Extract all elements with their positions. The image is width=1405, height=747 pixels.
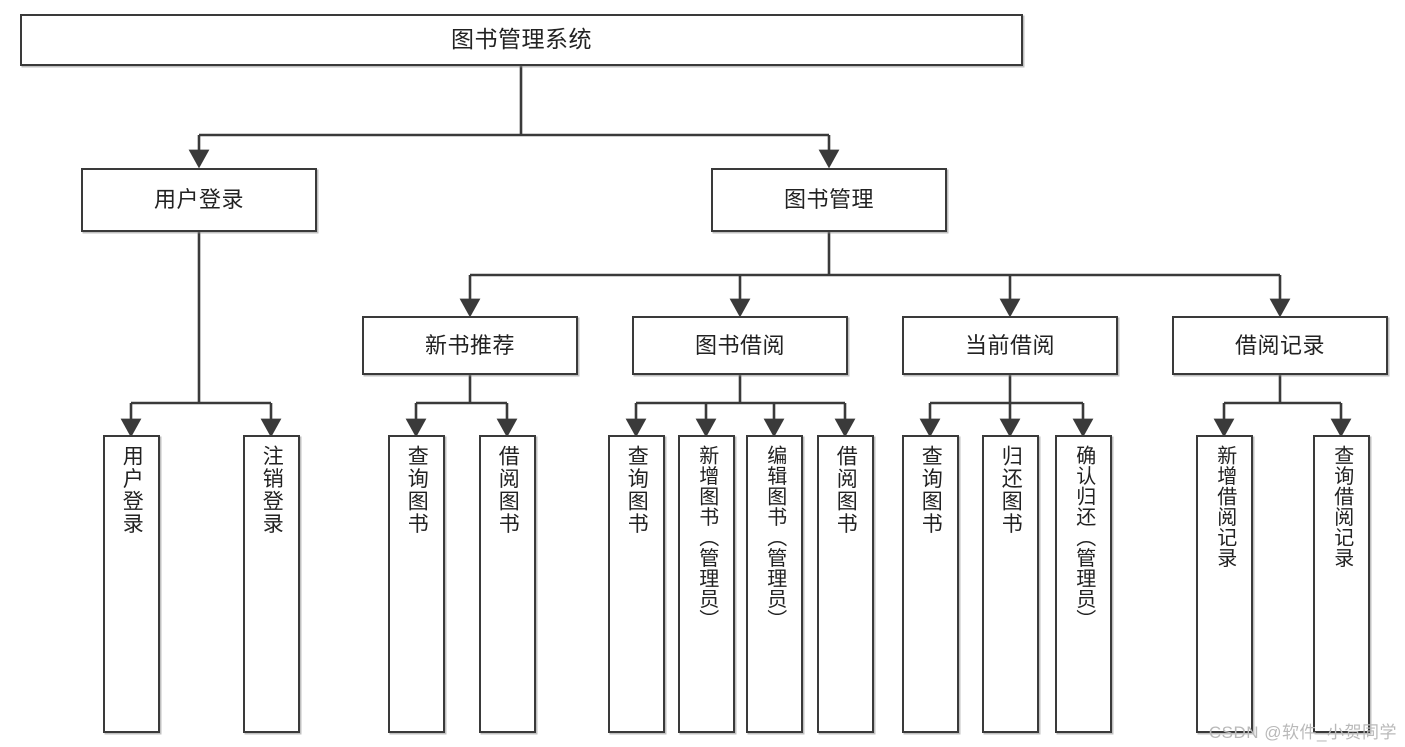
node-current-borrow[interactable]: 当前借阅	[902, 316, 1118, 375]
node-label: 编辑图书（管理员）	[763, 445, 786, 630]
node-label: 查询图书	[625, 445, 649, 535]
leaf-query-book-borrow[interactable]: 查询图书	[608, 435, 665, 733]
leaf-borrow-book[interactable]: 借阅图书	[817, 435, 874, 733]
node-book-management[interactable]: 图书管理	[711, 168, 947, 232]
leaf-borrow-book-recommend[interactable]: 借阅图书	[479, 435, 536, 733]
node-user-login[interactable]: 用户登录	[81, 168, 317, 232]
leaf-return-book[interactable]: 归还图书	[982, 435, 1039, 733]
leaf-query-book-recommend[interactable]: 查询图书	[388, 435, 445, 733]
leaf-logout[interactable]: 注销登录	[243, 435, 300, 733]
node-label: 借阅记录	[1234, 332, 1325, 358]
node-label: 归还图书	[999, 445, 1023, 535]
node-label: 查询借阅记录	[1330, 445, 1353, 568]
node-label: 图书借阅	[694, 332, 785, 358]
node-label: 图书管理	[783, 187, 874, 213]
node-label: 用户登录	[120, 445, 144, 535]
node-label: 新书推荐	[424, 332, 515, 358]
node-root-book-management-system[interactable]: 图书管理系统	[20, 14, 1023, 66]
node-label: 借阅图书	[496, 445, 520, 535]
node-label: 图书管理系统	[451, 26, 592, 53]
leaf-query-borrow-record[interactable]: 查询借阅记录	[1313, 435, 1370, 733]
node-label: 用户登录	[153, 187, 244, 213]
node-label: 注销登录	[260, 445, 284, 535]
node-label: 新增图书（管理员）	[695, 445, 718, 630]
leaf-query-book-current[interactable]: 查询图书	[902, 435, 959, 733]
node-label: 新增借阅记录	[1213, 445, 1236, 568]
leaf-add-book-admin[interactable]: 新增图书（管理员）	[678, 435, 735, 733]
node-label: 确认归还（管理员）	[1072, 445, 1095, 630]
node-label: 当前借阅	[964, 332, 1055, 358]
node-new-book-recommend[interactable]: 新书推荐	[362, 316, 578, 375]
leaf-edit-book-admin[interactable]: 编辑图书（管理员）	[746, 435, 803, 733]
node-label: 查询图书	[405, 445, 429, 535]
node-borrow-record[interactable]: 借阅记录	[1172, 316, 1388, 375]
node-label: 借阅图书	[834, 445, 858, 535]
csdn-watermark: CSDN @软件_小贺同学	[1208, 723, 1397, 742]
leaf-user-login[interactable]: 用户登录	[103, 435, 160, 733]
node-book-borrow[interactable]: 图书借阅	[632, 316, 848, 375]
leaf-confirm-return-admin[interactable]: 确认归还（管理员）	[1055, 435, 1112, 733]
leaf-add-borrow-record[interactable]: 新增借阅记录	[1196, 435, 1253, 733]
node-label: 查询图书	[919, 445, 943, 535]
